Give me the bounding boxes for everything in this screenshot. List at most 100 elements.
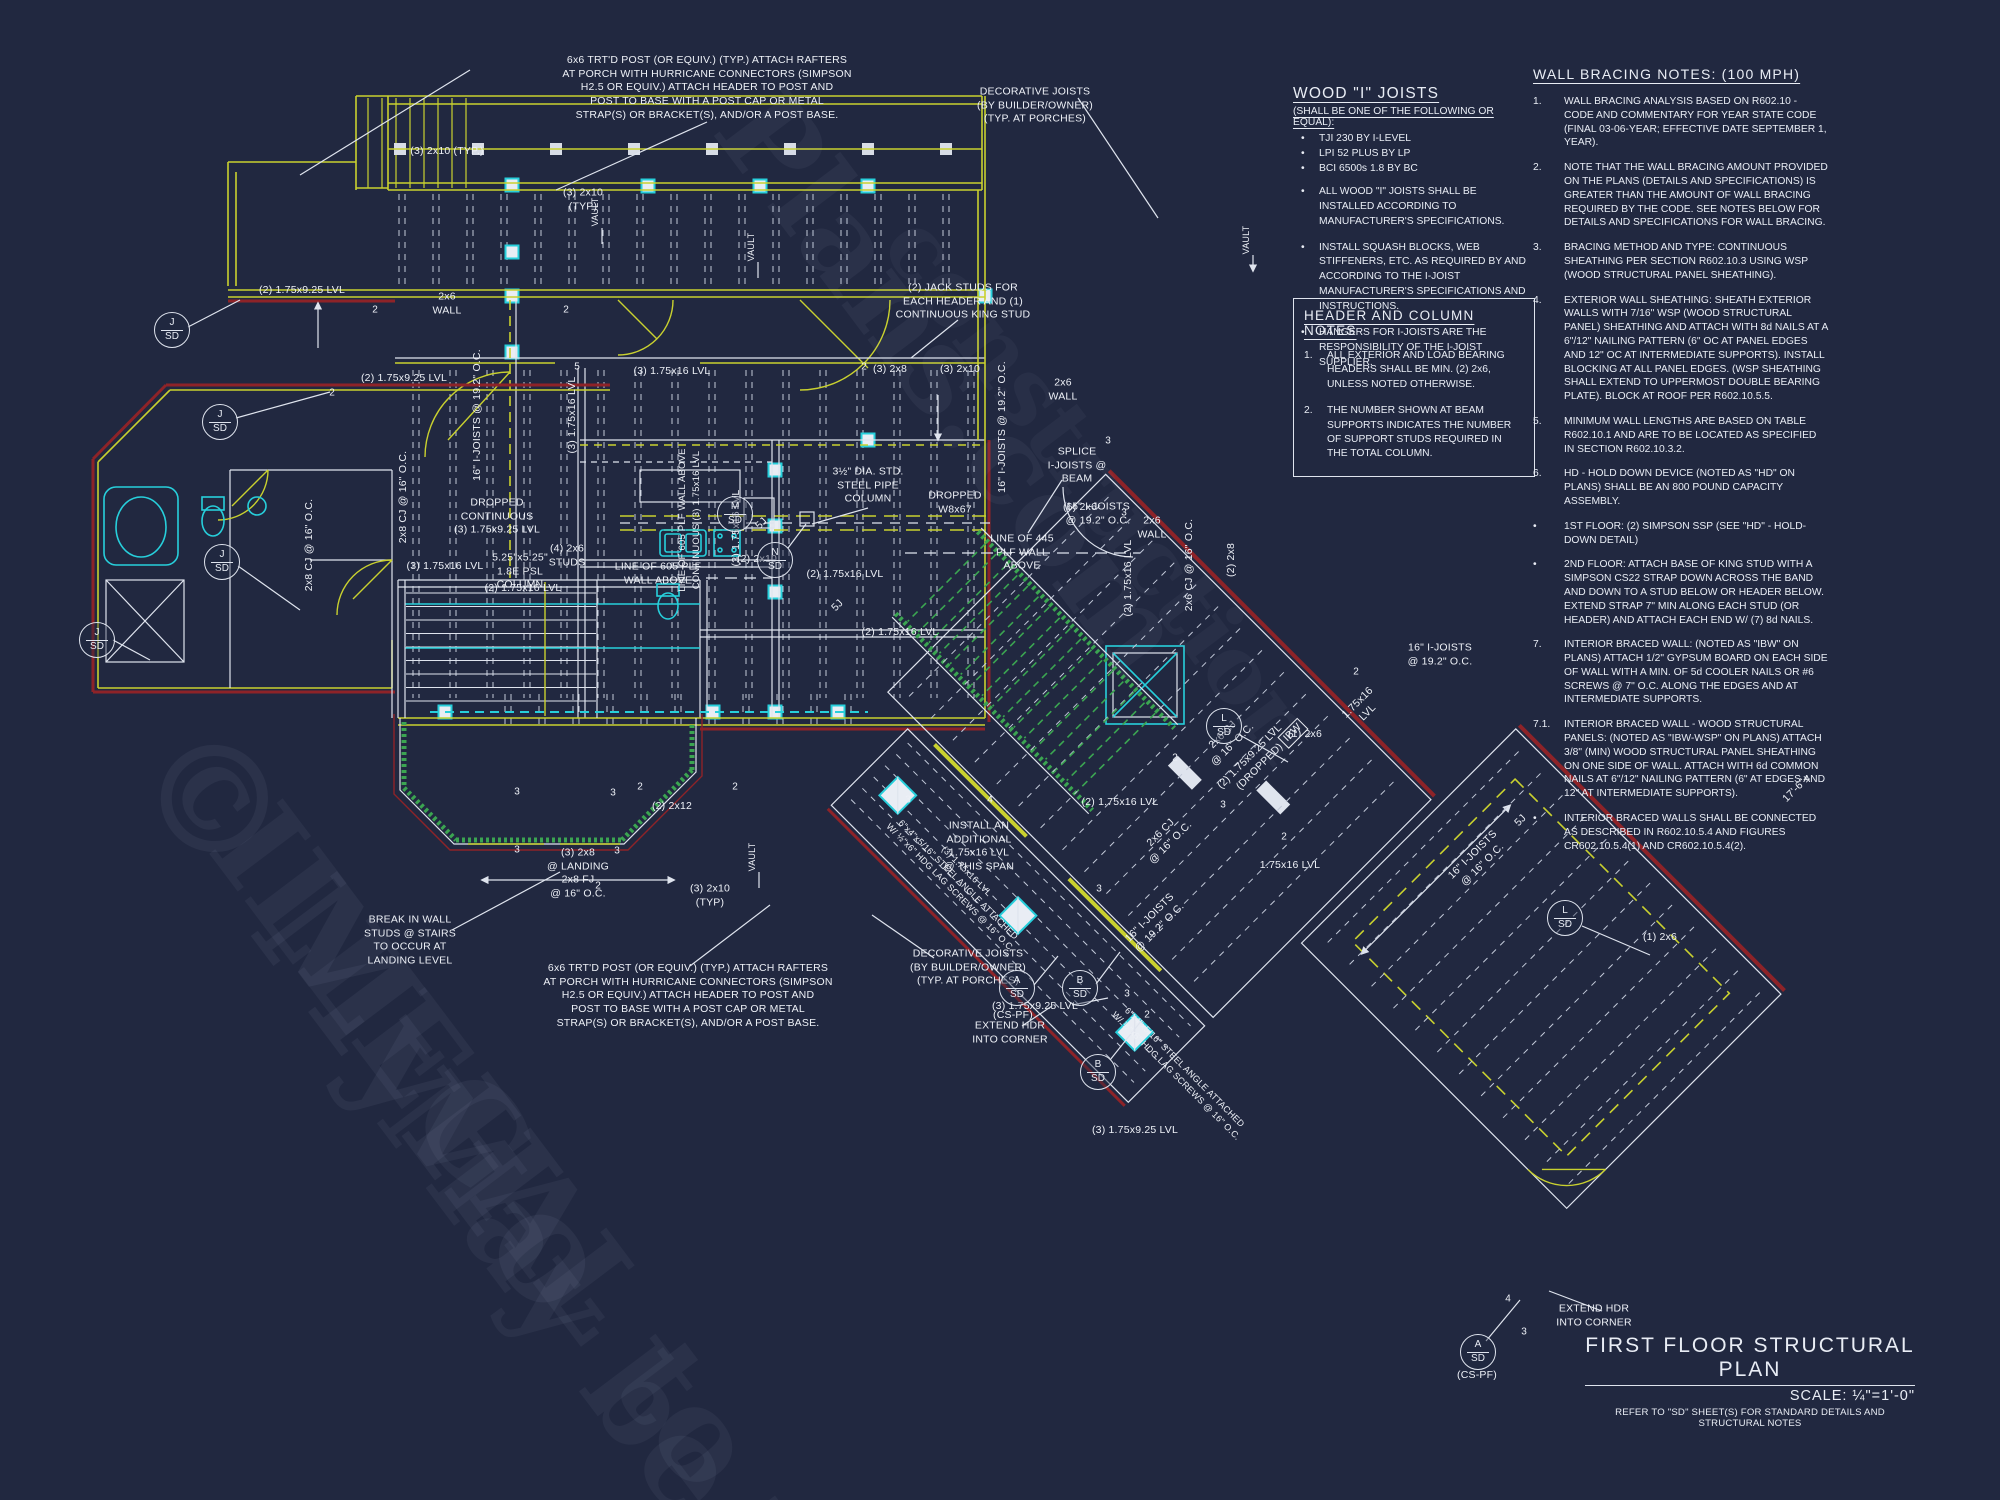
wall-bracing-notes: WALL BRACING NOTES: (100 MPH) 1.WALL BRA… (1533, 66, 1829, 864)
wood-i-joists-options: TJI 230 BY I-LEVELLPI 52 PLUS BY LPBCI 6… (1293, 132, 1527, 177)
label-lvl: (2) 1.75x16 LVL (1122, 539, 1135, 617)
porch-joist-field (398, 194, 950, 285)
stud-count-mark: 3 (905, 794, 911, 806)
stud-count-mark: 3 (614, 845, 620, 857)
note-steel-pipe-column: 3½" DIA. STD. STEEL PIPE COLUMN (832, 465, 904, 505)
label-lvl: (3) 1.75x16 LVL (566, 376, 579, 454)
label-beam: (3) 2x10 (939, 363, 981, 376)
label-vault: VAULT (746, 232, 757, 262)
stud-count-mark: 3 (1521, 1326, 1527, 1338)
stud-count-mark: 2 (1144, 1009, 1150, 1021)
stud-count-mark: 3 (1096, 883, 1102, 895)
stud-count-mark: 3 (1121, 507, 1127, 519)
stud-count-mark: 4 (1505, 1293, 1511, 1305)
header-column-notes: HEADER AND COLUMN NOTES 1.ALL EXTERIOR A… (1293, 298, 1535, 477)
stud-count-mark: 3 (514, 786, 520, 798)
wall-bracing-note-item: 5.MINIMUM WALL LENGTHS ARE BASED ON TABL… (1533, 415, 1817, 455)
stud-count-mark: 2 (1172, 752, 1178, 764)
label-vault: VAULT (590, 197, 601, 227)
stairwell (393, 580, 703, 885)
label-cs-pf: (CS-PF) (993, 1009, 1033, 1022)
wall-bracing-note-item: 2.NOTE THAT THE WALL BRACING AMOUNT PROV… (1533, 162, 1828, 229)
label-studs: (6) 2x6 (1062, 501, 1098, 514)
label-studs: (1) 2x6 (1642, 931, 1678, 944)
stud-count-mark: 2 (1281, 831, 1287, 843)
title-block: FIRST FLOOR STRUCTURAL PLAN SCALE: ¼"=1'… (1585, 1334, 1915, 1429)
label-wall: 2x6 WALL (1048, 376, 1078, 402)
label-beam: (2) 2x8 (1225, 542, 1238, 578)
label-ijoists: 16" I-JOISTS @ 19.2" O.C. (996, 361, 1009, 493)
front-porch-framing (227, 69, 983, 286)
stud-count-mark: 2 (732, 781, 738, 793)
stud-count-mark: 2 (372, 304, 378, 316)
label-lvl: (3) 1.75x16 LVL (633, 365, 711, 378)
label-lvl: (3) 1.75x16 LVL (406, 560, 484, 573)
note-post-attachment-top: 6x6 TRT'D POST (OR EQUIV.) (TYP.) ATTACH… (562, 53, 852, 121)
sheet-title: FIRST FLOOR STRUCTURAL PLAN (1585, 1334, 1915, 1386)
fireplace (1105, 645, 1185, 725)
stair-treads (406, 592, 596, 702)
sheet-scale: SCALE: ¼"=1'-0" (1789, 1388, 1915, 1404)
leader-lines (112, 97, 1651, 1342)
stud-count-mark: 3 (1105, 435, 1111, 447)
label-ijoists: 16" I-JOISTS @ 19.2" O.C. (1065, 500, 1131, 526)
wood-i-joist-option: TJI 230 BY I-LEVEL (1293, 132, 1527, 147)
label-ijoists: 16" I-JOISTS @ 19.2" O.C. (1407, 641, 1473, 667)
plumbing-fixtures (103, 486, 741, 620)
label-wall: 2x6 WALL (432, 290, 462, 316)
header-column-note-item: 1.ALL EXTERIOR AND LOAD BEARING HEADERS … (1304, 350, 1505, 390)
header-column-note-item: 2.THE NUMBER SHOWN AT BEAM SUPPORTS INDI… (1304, 405, 1512, 460)
label-vault: VAULT (1241, 225, 1252, 255)
wall-bracing-note-item: 6.HD - HOLD DOWN DEVICE (NOTED AS "HD" O… (1533, 468, 1795, 507)
note-decorative-joists-bottom: DECORATIVE JOISTS (BY BUILDER/OWNER) (TY… (909, 947, 1027, 987)
wood-i-joists-bullets: ALL WOOD "I" JOISTS SHALL BE INSTALLED A… (1293, 185, 1527, 371)
note-jack-studs: (2) JACK STUDS FOR EACH HEADER AND (1) C… (895, 281, 1031, 321)
stud-count-mark: 2 (595, 880, 601, 892)
label-lvl: (2) 1.75x16 LVL (1081, 796, 1159, 809)
wood-i-joists-title: WOOD "I" JOISTS (1293, 85, 1440, 102)
label-cj: 2x8 CJ @ 16" O.C. (397, 450, 410, 544)
stud-count-mark: 2 (1353, 666, 1359, 678)
label-cs-pf: (CS-PF) (1457, 1369, 1497, 1382)
label-joist: (3) 2x10 (TYP.) (410, 145, 484, 158)
label-ijoists: 16" I-JOISTS @ 19.2" O.C. (471, 349, 484, 481)
wall-bracing-note-item: 7.1.INTERIOR BRACED WALL - WOOD STRUCTUR… (1533, 719, 1826, 800)
label-landing: (3) 2x8 @ LANDING 2x8 FJ @ 16" O.C. (546, 846, 610, 900)
label-dropped-beam: DROPPED W8x67 (928, 489, 982, 515)
label-cj: 2x6 CJ @ 16" O.C. (1183, 518, 1196, 612)
label-beam: (2) 2x12 (651, 800, 693, 813)
wood-i-joist-bullet: HANGERS FOR I-JOISTS ARE THE RESPONSIBIL… (1293, 326, 1527, 371)
sheet-reference-note: REFER TO "SD" SHEET(S) FOR STANDARD DETA… (1615, 1407, 1885, 1429)
label-cj: 2x8 CJ @ 16" O.C. (303, 498, 316, 592)
note-decorative-joists-top: DECORATIVE JOISTS (BY BUILDER/OWNER) (TY… (976, 85, 1094, 125)
note-dropped-continuous: DROPPED CONTINUOUS (3) 1.75x9.25 LVL (453, 496, 541, 536)
label-joist: (3) 2x10 (TYP) (689, 882, 731, 908)
stud-count-mark: 3 (1124, 988, 1130, 1000)
stud-count-mark: 4 (987, 794, 993, 806)
label-lvl: (2) 1.75x16 LVL (861, 626, 939, 639)
note-install-additional: INSTALL AN ADDITIONAL 1.75x16 LVL @ THIS… (943, 819, 1015, 873)
stud-count-mark: 3 (1220, 799, 1226, 811)
stud-count-mark: 2 (329, 387, 335, 399)
stud-count-mark: 2 (861, 361, 867, 373)
wood-i-joist-bullet: ALL WOOD "I" JOISTS SHALL BE INSTALLED A… (1293, 185, 1527, 230)
stud-count-mark: 2 (563, 304, 569, 316)
stud-count-mark: 3 (514, 844, 520, 856)
note-post-attachment-bottom: 6x6 TRT'D POST (OR EQUIV.) (TYP.) ATTACH… (543, 961, 833, 1029)
wall-bracing-note-item: 3.BRACING METHOD AND TYPE: CONTINUOUS SH… (1533, 242, 1808, 281)
label-beam: (3) 2x8 (872, 363, 908, 376)
wall-bracing-note-item: 4.EXTERIOR WALL SHEATHING: SHEATH EXTERI… (1533, 294, 1828, 403)
label-lvl: (2) 1.75x16 LVL (484, 582, 562, 595)
note-extend-hdr: EXTEND HDR INTO CORNER (972, 1019, 1048, 1045)
label-studs: (1) 2x6 (1287, 728, 1323, 741)
wood-i-joists-notes: WOOD "I" JOISTS (SHALL BE ONE OF THE FOL… (1293, 85, 1527, 382)
